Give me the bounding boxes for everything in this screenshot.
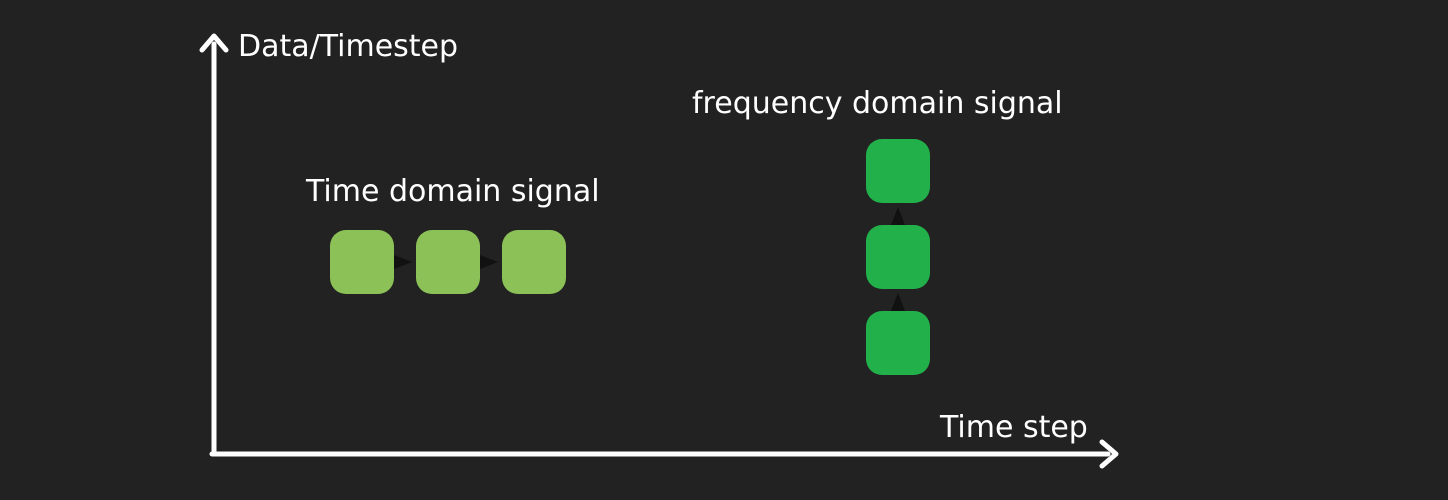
time-domain-title: Time domain signal (306, 174, 600, 209)
y-axis-label: Data/Timestep (238, 29, 459, 64)
time-domain-node (416, 230, 480, 294)
time-domain-arrow (480, 255, 498, 269)
axes (199, 33, 1119, 469)
frequency-domain-node (866, 311, 930, 375)
time-domain-node (502, 230, 566, 294)
time-domain-chain (330, 230, 566, 294)
frequency-domain-arrow (891, 207, 905, 225)
x-axis-arrowhead (1099, 439, 1119, 469)
frequency-domain-node (866, 139, 930, 203)
y-axis-arrowhead (199, 33, 229, 53)
x-axis-label: Time step (940, 410, 1088, 445)
frequency-domain-title: frequency domain signal (692, 86, 1063, 121)
frequency-domain-node (866, 225, 930, 289)
frequency-domain-chain (866, 139, 930, 375)
frequency-domain-arrow (891, 293, 905, 311)
time-domain-arrow (394, 255, 412, 269)
time-domain-node (330, 230, 394, 294)
